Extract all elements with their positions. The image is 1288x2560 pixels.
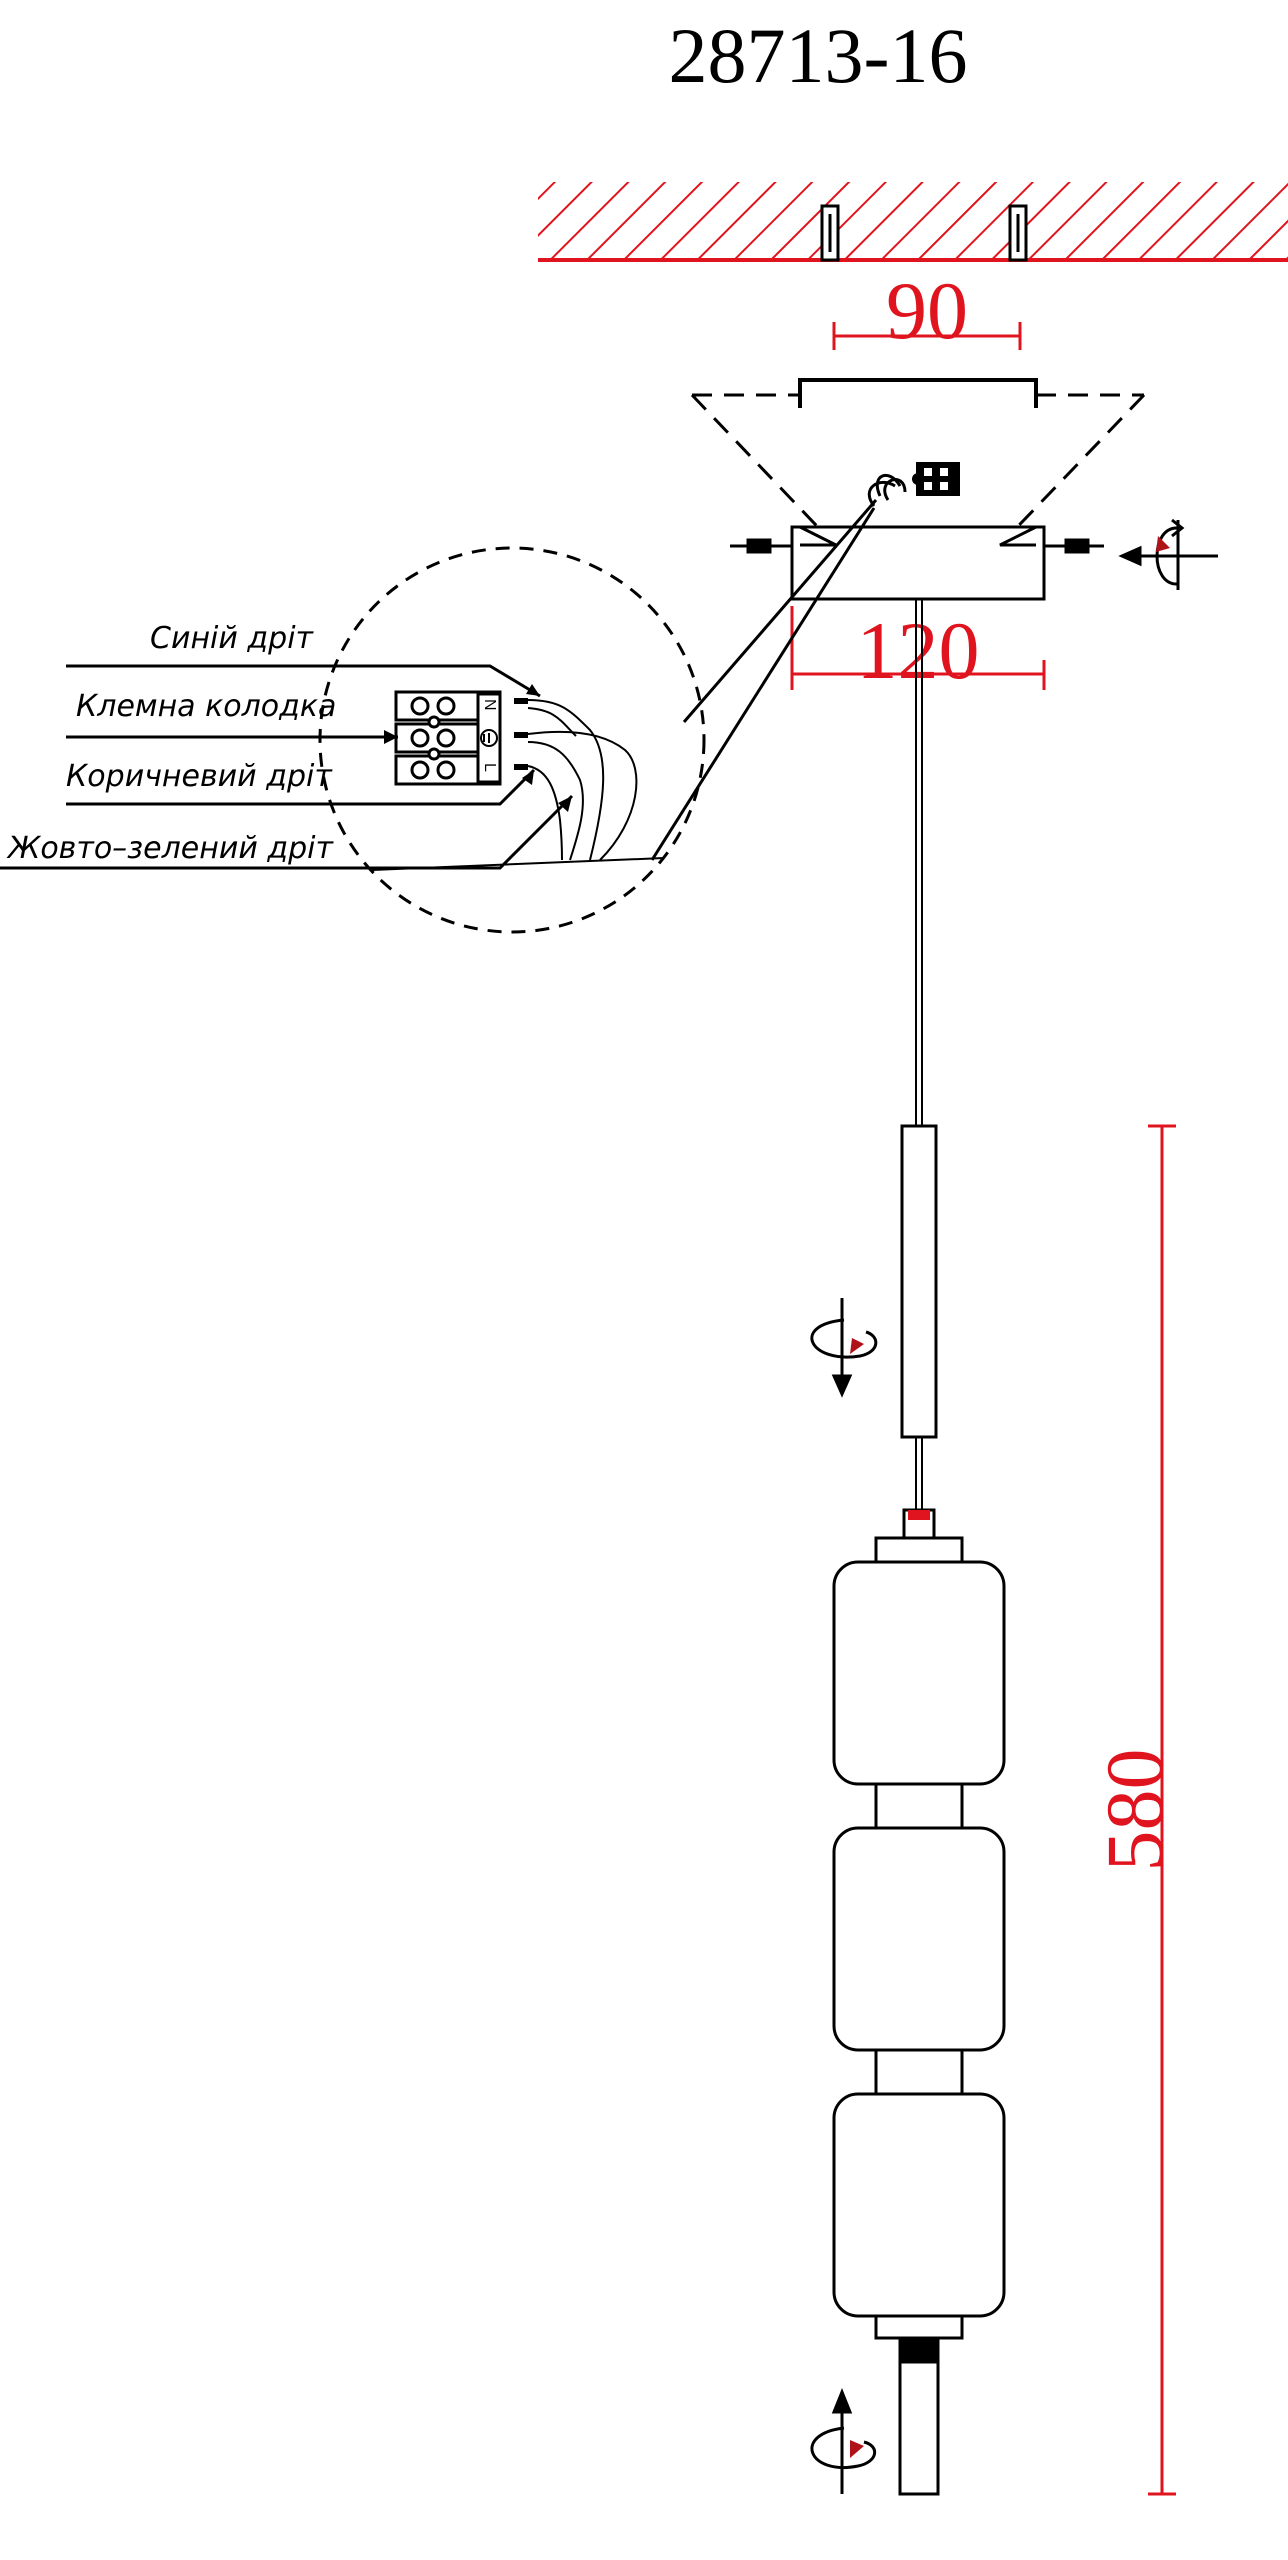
earth-ground-icon [480,729,498,747]
detail-wires [527,699,638,861]
leader-blue-wire [66,664,541,698]
suspension-cable [915,599,923,1510]
rotate-arrow-icon [810,2387,876,2494]
terminal-mark-l: L [481,763,498,772]
label-blue-wire: Синій дріт [150,621,315,656]
dimension-580 [1148,1124,1176,2496]
mounting-plate [798,378,1038,408]
label-yellow-green-wire: Жовто–зелений дріт [6,831,334,866]
dimension-label-580: 580 [1089,1749,1180,1872]
rotate-arrow-icon [1118,518,1218,590]
rotate-arrow-icon [810,1298,878,1398]
side-screw [730,538,1104,554]
shade-connector [874,1508,964,1564]
label-terminal-block: Клемна колодка [76,689,336,724]
dimension-label-90: 90 [886,265,968,356]
detail-leader-lines [650,499,878,861]
dimension-label-120: 120 [857,605,980,696]
ceiling-anchor [820,204,1028,262]
wiring-detail-bubble [318,546,706,934]
canopy-dashed [690,393,1146,547]
dimension-90 [832,322,1022,350]
leader-yellow-green-wire [0,794,574,870]
terminal-mark-n: N [481,699,498,711]
cable-sleeve [900,1124,938,1439]
canopy-base [790,525,1046,601]
leader-brown-wire [66,768,536,806]
canopy-wires [867,474,907,507]
label-brown-wire: Коричневий дріт [66,759,333,794]
dimension-120 [790,606,1046,690]
drawing-title: 28713-16 [669,12,968,99]
wire-connector [514,698,528,770]
detail-terminal-block [394,690,502,786]
shade-segment [832,1560,1006,2318]
bottom-cap [874,2314,964,2496]
ceiling-hatch [538,182,1288,262]
canopy-terminal-block [912,462,960,496]
